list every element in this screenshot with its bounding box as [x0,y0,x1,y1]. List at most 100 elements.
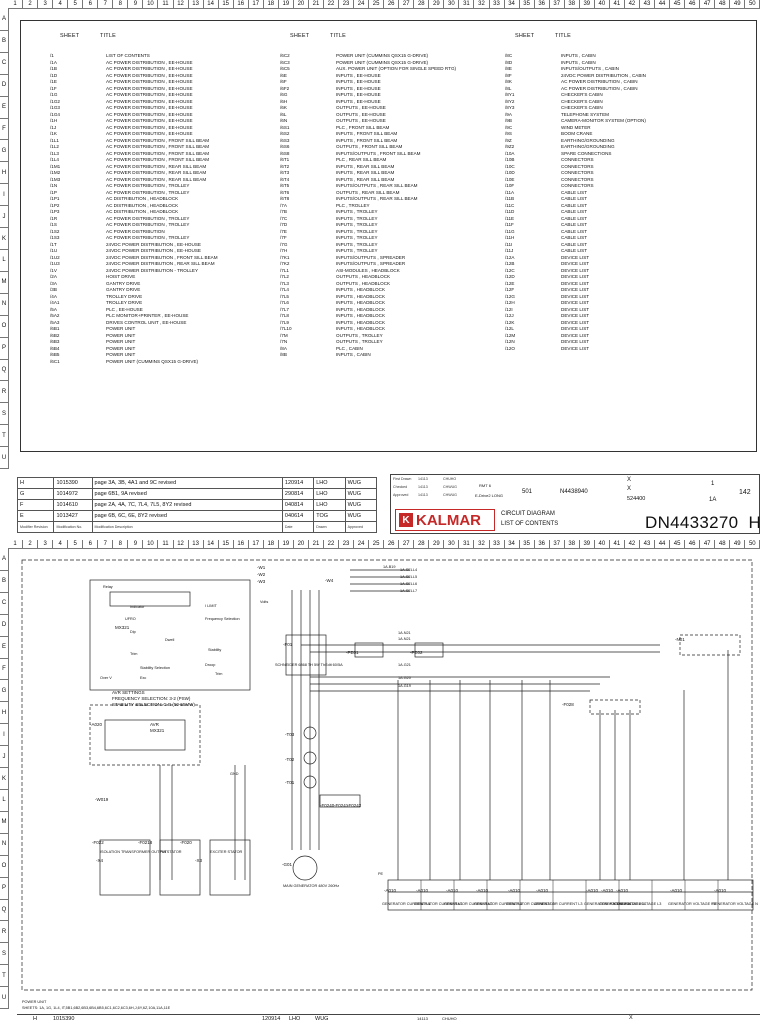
rev-desc: page 6B1, 9A revised [91,488,283,500]
col-header-title: TITLE [330,33,346,39]
terminal-caption: GENERATOR VOLTAGE L3 [614,902,662,906]
sheet-ref: /1M1 [50,163,61,169]
ruler-col-label: 18 [264,0,279,8]
sheet-title: ASI-MODULES , HEADBLOCK [336,267,400,273]
sheet-ref: /6F [280,79,287,84]
ruler-row-label: H [0,702,8,725]
device-tag: -T01 [285,780,295,785]
schematic-label: Over V [100,676,112,680]
sheet-title: AC POWER DISTRIBUTION , CABIN [561,79,638,84]
sheet-ref: /1H [50,118,58,123]
sheet-title: INPUTS , CABIN [561,53,596,58]
sheet-ref: /7L6 [280,300,289,305]
item6: 1A [709,497,717,503]
sheet-ref: /1S3 [50,235,60,240]
sheet-title: AC POWER DISTRIBUTION , FRONT SILL BEAM [106,150,210,156]
sheet-ref: /7L10 [280,326,292,331]
ruler-col-label: 1 [8,540,24,548]
bs-rev: H [33,1016,37,1022]
ruler-col-label: 7 [98,540,114,548]
sheet-ref: /6B3 [50,339,60,344]
rev-footer-cell: Modification No. [53,521,93,533]
rev-desc: page 2A, 4A, 7C, 7L4, 7L5, 8Y2 revised [91,499,283,511]
sheet-ref: /8A [280,345,287,351]
sheet-ref: /1D [50,72,58,78]
sheet-ref: /8C [505,53,513,58]
terminal-tag: -A010 [508,888,521,893]
sheet-ref: /11C [505,202,515,208]
sheet-title: CABLE LIST [561,189,588,195]
sheet-title: INPUTS , HEADBLOCK [336,313,386,318]
sheet-title: AC POWER DISTRIBUTION , TROLLEY [106,235,190,240]
sheet-title: AC POWER DISTRIBUTION , FRONT SILL BEAM [106,157,210,162]
sheet-title: GANTRY DRIVE [106,280,141,286]
sheet-title: CABLE LIST [561,241,588,247]
sheet-title: AC POWER DISTRIBUTION , EE-HOUSE [106,124,193,130]
bus-ref: 1A.SELL4 [400,568,418,572]
sheet-title: AC POWER DISTRIBUTION , CABIN [561,85,638,91]
device-tag: -F0240 [320,803,335,808]
ruler-col-label: 27 [399,0,415,8]
sheet-title: AC POWER DISTRIBUTION , TROLLEY [106,183,190,188]
sheet-ref: /1M2 [50,170,61,175]
sheet-ref: /7L8 [280,313,289,318]
schematic-footer: POWER UNIT [22,1000,47,1004]
volts-label: Volts [260,600,269,604]
device-tag: -F020 [180,840,192,845]
sheet-ref: /7A [280,202,287,208]
ruler-col-label: 20 [294,540,309,548]
sheet-ref: /10A [505,150,515,156]
pm-stator-label: PM STATOR [160,850,182,854]
rev-app: WUG [344,488,378,500]
device-tag: -X4 [96,858,104,863]
sheet-title: AC POWER DISTRIBUTION , EE-HOUSE [106,98,193,104]
ruler-col-label: 42 [625,540,640,548]
wire-ref: 1A.G19 [398,684,411,688]
sheet-ref: /7E [280,228,287,234]
sheet-title: CHECKER'S CABIN [561,105,603,110]
sheet-ref: /1P [50,189,57,195]
schematic-label: Indicator [130,605,145,609]
sheet-title: POWER UNIT [106,345,136,351]
sheet-title: AC POWER DISTRIBUTION , EE-HOUSE [106,118,193,123]
wire-ref: 1A.N21 [398,631,411,635]
terminal-caption: GENERATOR CURRENT L1 [382,902,431,906]
ruler-col-label: 12 [174,0,189,8]
ruler-col-label: 16 [234,540,249,548]
ruler-col-label: 40 [595,540,610,548]
sheet-title: PLC , TROLLEY [336,202,370,208]
sheet-title: AC POWER DISTRIBUTION , FRONT SILL BEAM [106,137,210,143]
logo-text: KALMAR [416,511,481,529]
sheet-title: INPUTS , EE-HOUSE [336,92,381,97]
ruler-row-label: Q [0,900,8,922]
rev-date: 040614 [281,510,315,522]
device-tag: -F0218 [138,840,153,845]
sheet-ref: /6T4 [280,176,290,182]
ruler-row-label: K [0,228,8,250]
sheet-ref: /1N [50,183,58,188]
sheet-ref: /1V [50,267,57,273]
sheet-title: AC POWER DISTRIBUTION , REAR SILL BEAM [106,170,207,175]
sheet-ref: /5A2 [50,313,60,318]
ruler-col-label: 17 [249,540,264,548]
ruler-row-label: J [0,206,8,229]
ruler-col-label: 30 [444,540,460,548]
relay-label: Relay [103,585,113,589]
ruler-col-label: 36 [535,0,550,8]
ruler-col-label: 36 [535,540,550,548]
ruler-col-label: 49 [730,0,746,8]
